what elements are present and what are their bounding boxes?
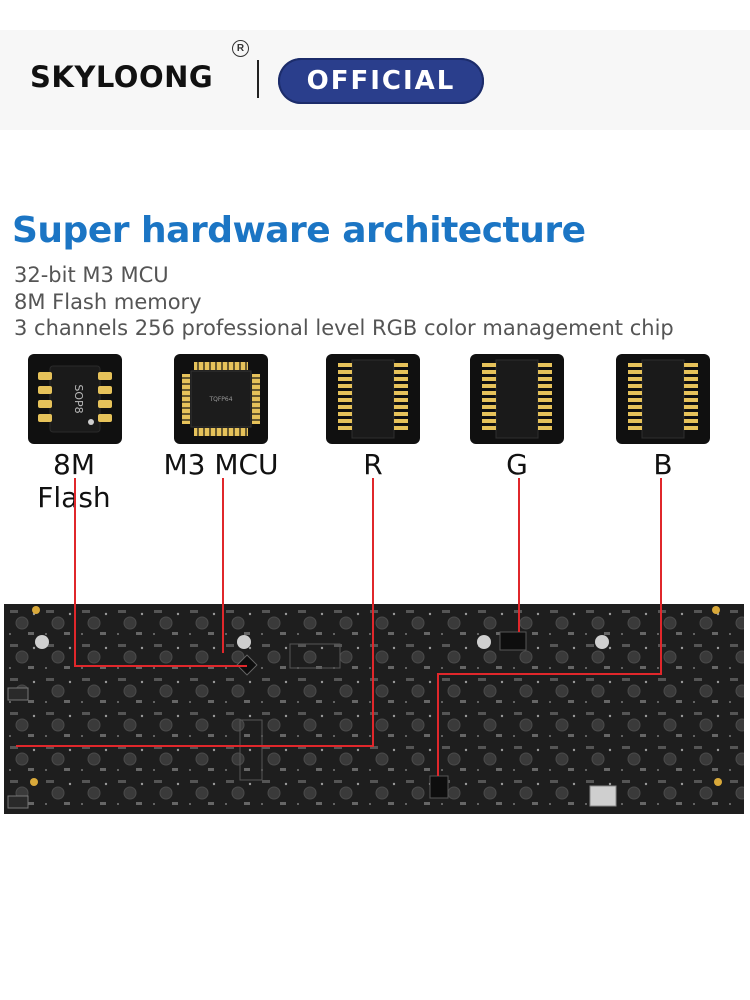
official-badge: OFFICIAL <box>278 58 484 104</box>
chip-label-g: G <box>506 448 528 481</box>
flash-chip-image: SOP8 <box>28 354 122 444</box>
logo-divider <box>257 60 259 98</box>
mcu-chip-marking: TQFP64 <box>208 396 232 403</box>
page-title: Super hardware architecture <box>12 210 586 251</box>
pcb-board-image <box>4 478 744 814</box>
spec-line-flash: 8M Flash memory <box>14 290 202 314</box>
rgb-chip-r-image <box>326 354 420 444</box>
rgb-chip-b-image <box>616 354 710 444</box>
spec-line-mcu: 32-bit M3 MCU <box>14 263 169 287</box>
chip-label-b: B <box>653 448 673 481</box>
flash-chip-marking: SOP8 <box>72 384 85 413</box>
connector-lines <box>16 478 662 776</box>
chip-label-r: R <box>363 448 383 481</box>
mcu-chip-image: TQFP64 <box>174 354 268 444</box>
spec-line-rgb: 3 channels 256 professional level RGB co… <box>14 316 674 340</box>
official-badge-text: OFFICIAL <box>306 66 456 96</box>
rgb-chip-g-image <box>470 354 564 444</box>
registered-mark: R <box>232 40 249 57</box>
chip-label-flash: 8M Flash <box>37 448 111 514</box>
chip-label-mcu: M3 MCU <box>163 448 279 481</box>
brand-logo: SKYLOONG <box>30 60 214 94</box>
